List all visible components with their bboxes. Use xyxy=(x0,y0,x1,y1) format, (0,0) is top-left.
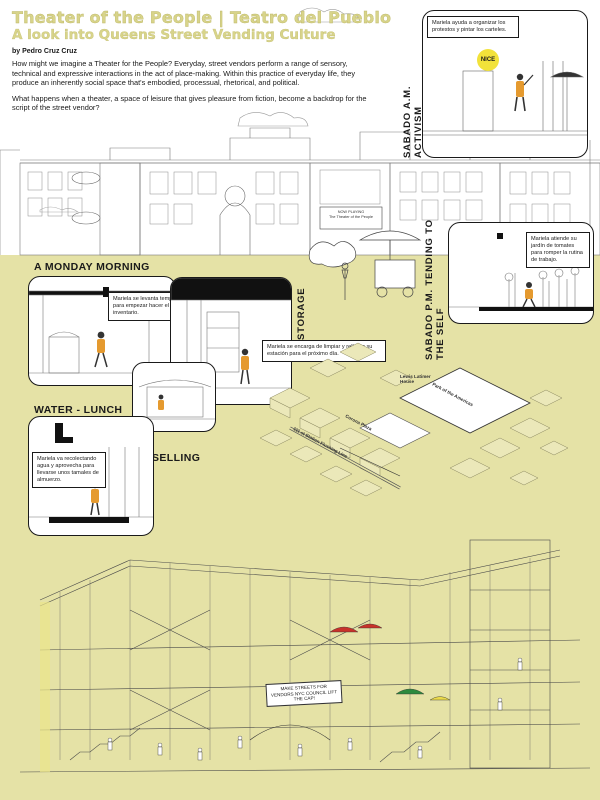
theater-marquee: NOW PLAYING The Theater of the People xyxy=(322,210,380,219)
nice-badge: NICE xyxy=(477,49,499,71)
inventory-scene-drawing xyxy=(29,287,175,374)
marquee-line-1: NOW PLAYING xyxy=(337,210,365,214)
note-activism: Mariela ayuda a organizar los protestos … xyxy=(427,16,519,38)
theater-section-drawing xyxy=(19,539,591,773)
label-monday-morning: A MONDAY MORNING xyxy=(34,261,150,273)
label-water-lunch: WATER - LUNCH xyxy=(34,404,123,416)
intro-text: How might we imagine a Theater for the P… xyxy=(12,59,372,113)
intro-paragraph-2: What happens when a theater, a space of … xyxy=(12,93,367,113)
intro-paragraph-1: How might we imagine a Theater for the P… xyxy=(12,59,356,88)
vendor-cart-drawing xyxy=(308,230,422,300)
author-byline: by Pedro Cruz Cruz xyxy=(12,48,77,55)
label-selling: SELLING xyxy=(152,452,201,464)
label-sabado-am-text: SABADO A.M. ACTIVISM xyxy=(402,85,424,158)
note-tending-self: Mariela atiende su jardín de tomates par… xyxy=(526,232,590,268)
poster-title: Theater of the People | Teatro del Puebl… xyxy=(12,8,392,27)
garden-scene-drawing xyxy=(449,233,593,311)
note-lunch: Mariela va recolectando agua y aprovecha… xyxy=(32,452,106,488)
neighborhood-axonometric-map xyxy=(259,342,569,497)
activism-scene-drawing xyxy=(423,61,587,136)
marquee-line-2: The Theater of the People xyxy=(328,214,374,219)
poster-subtitle: A look into Queens Street Vending Cultur… xyxy=(12,27,336,43)
theater-facade-drawing xyxy=(0,7,600,256)
protest-banner: MAKE STREETS FOR VENDORS NYC COUNCIL LIF… xyxy=(265,680,343,707)
map-label-lewis-latimer: Lewis Latimer House xyxy=(400,374,431,384)
label-sabado-am: SABADO A.M. ACTIVISM xyxy=(402,48,424,158)
